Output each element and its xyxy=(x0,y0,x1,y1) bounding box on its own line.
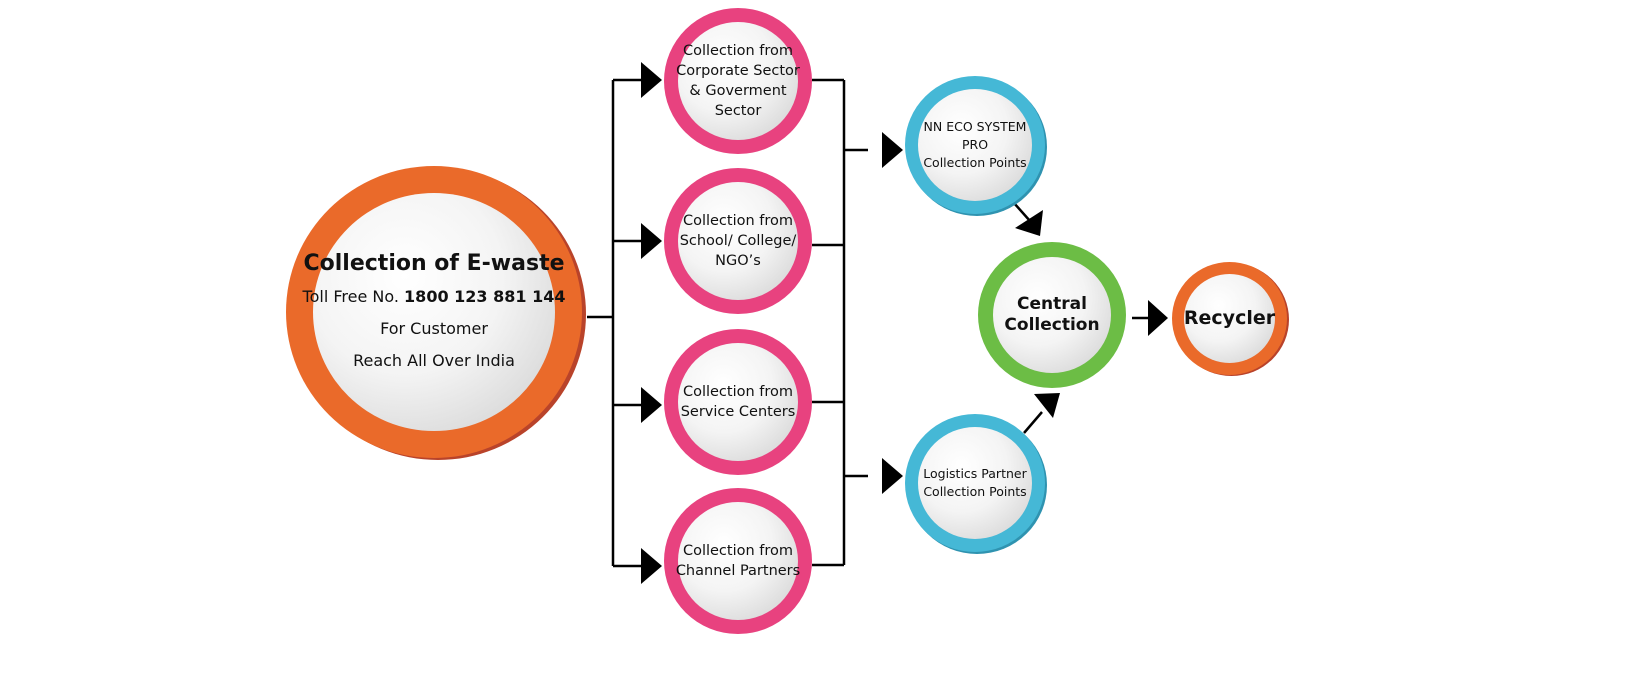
source-1-line: Sector xyxy=(714,103,762,119)
node-source-service-centers: Collection from Service Centers xyxy=(664,329,812,475)
source-2-line: Collection from xyxy=(682,213,794,229)
node-collection-of-ewaste: Collection of E-waste Toll Free No. 1800… xyxy=(286,166,582,458)
central-line: Central xyxy=(1017,294,1087,314)
arrowhead-central-top xyxy=(1015,210,1043,236)
source-2-line: NGO’s xyxy=(715,253,761,269)
source-3-line: Service Centers xyxy=(680,404,796,420)
source-4-line: Collection from xyxy=(682,543,794,559)
arrowhead-source-2 xyxy=(641,223,662,259)
logistics-line: Logistics Partner xyxy=(923,466,1027,481)
source-4-line: Channel Partners xyxy=(675,563,801,579)
connector-nn-to-central xyxy=(1013,202,1031,222)
node-central-collection: Central Collection xyxy=(978,242,1126,388)
arrowhead-source-1 xyxy=(641,62,662,98)
node-source-channel-partners: Collection from Channel Partners xyxy=(664,488,812,634)
main-node-line2: For Customer xyxy=(380,319,488,338)
source-1-line: Corporate Sector xyxy=(676,63,800,79)
arrowhead-recycler xyxy=(1148,300,1168,336)
node-logistics-partner: Logistics Partner Collection Points xyxy=(905,414,1045,552)
node-nn-eco-system-pro: NN ECO SYSTEM PRO Collection Points xyxy=(905,76,1045,214)
node-source-school: Collection from School/ College/ NGO’s xyxy=(664,168,812,314)
source-1-line: & Goverment xyxy=(689,83,787,99)
nn-eco-line: PRO xyxy=(961,137,989,152)
nn-eco-line: Collection Points xyxy=(923,155,1027,170)
node-source-corporate: Collection from Corporate Sector & Gover… xyxy=(664,8,812,154)
node-recycler: Recycler xyxy=(1172,262,1287,375)
connector-logistics-to-central xyxy=(1023,411,1043,434)
arrowhead-central-bottom xyxy=(1034,393,1060,418)
central-line: Collection xyxy=(1004,315,1100,335)
main-node-line3: Reach All Over India xyxy=(353,351,515,370)
arrowhead-logistics xyxy=(882,458,903,494)
source-2-line: School/ College/ xyxy=(679,233,797,249)
arrowhead-source-4 xyxy=(641,548,662,584)
toll-free-number: 1800 123 881 144 xyxy=(404,287,566,306)
source-1-line: Collection from xyxy=(682,43,794,59)
arrowhead-source-3 xyxy=(641,387,662,423)
recycler-label: Recycler xyxy=(1183,306,1276,329)
main-node-toll-free: Toll Free No. 1800 123 881 144 xyxy=(302,287,566,306)
nn-eco-line: NN ECO SYSTEM xyxy=(923,119,1027,134)
arrowhead-nn-eco xyxy=(882,132,903,168)
main-node-title: Collection of E-waste xyxy=(303,251,565,276)
logistics-line: Collection Points xyxy=(923,484,1027,499)
source-3-line: Collection from xyxy=(682,384,794,400)
